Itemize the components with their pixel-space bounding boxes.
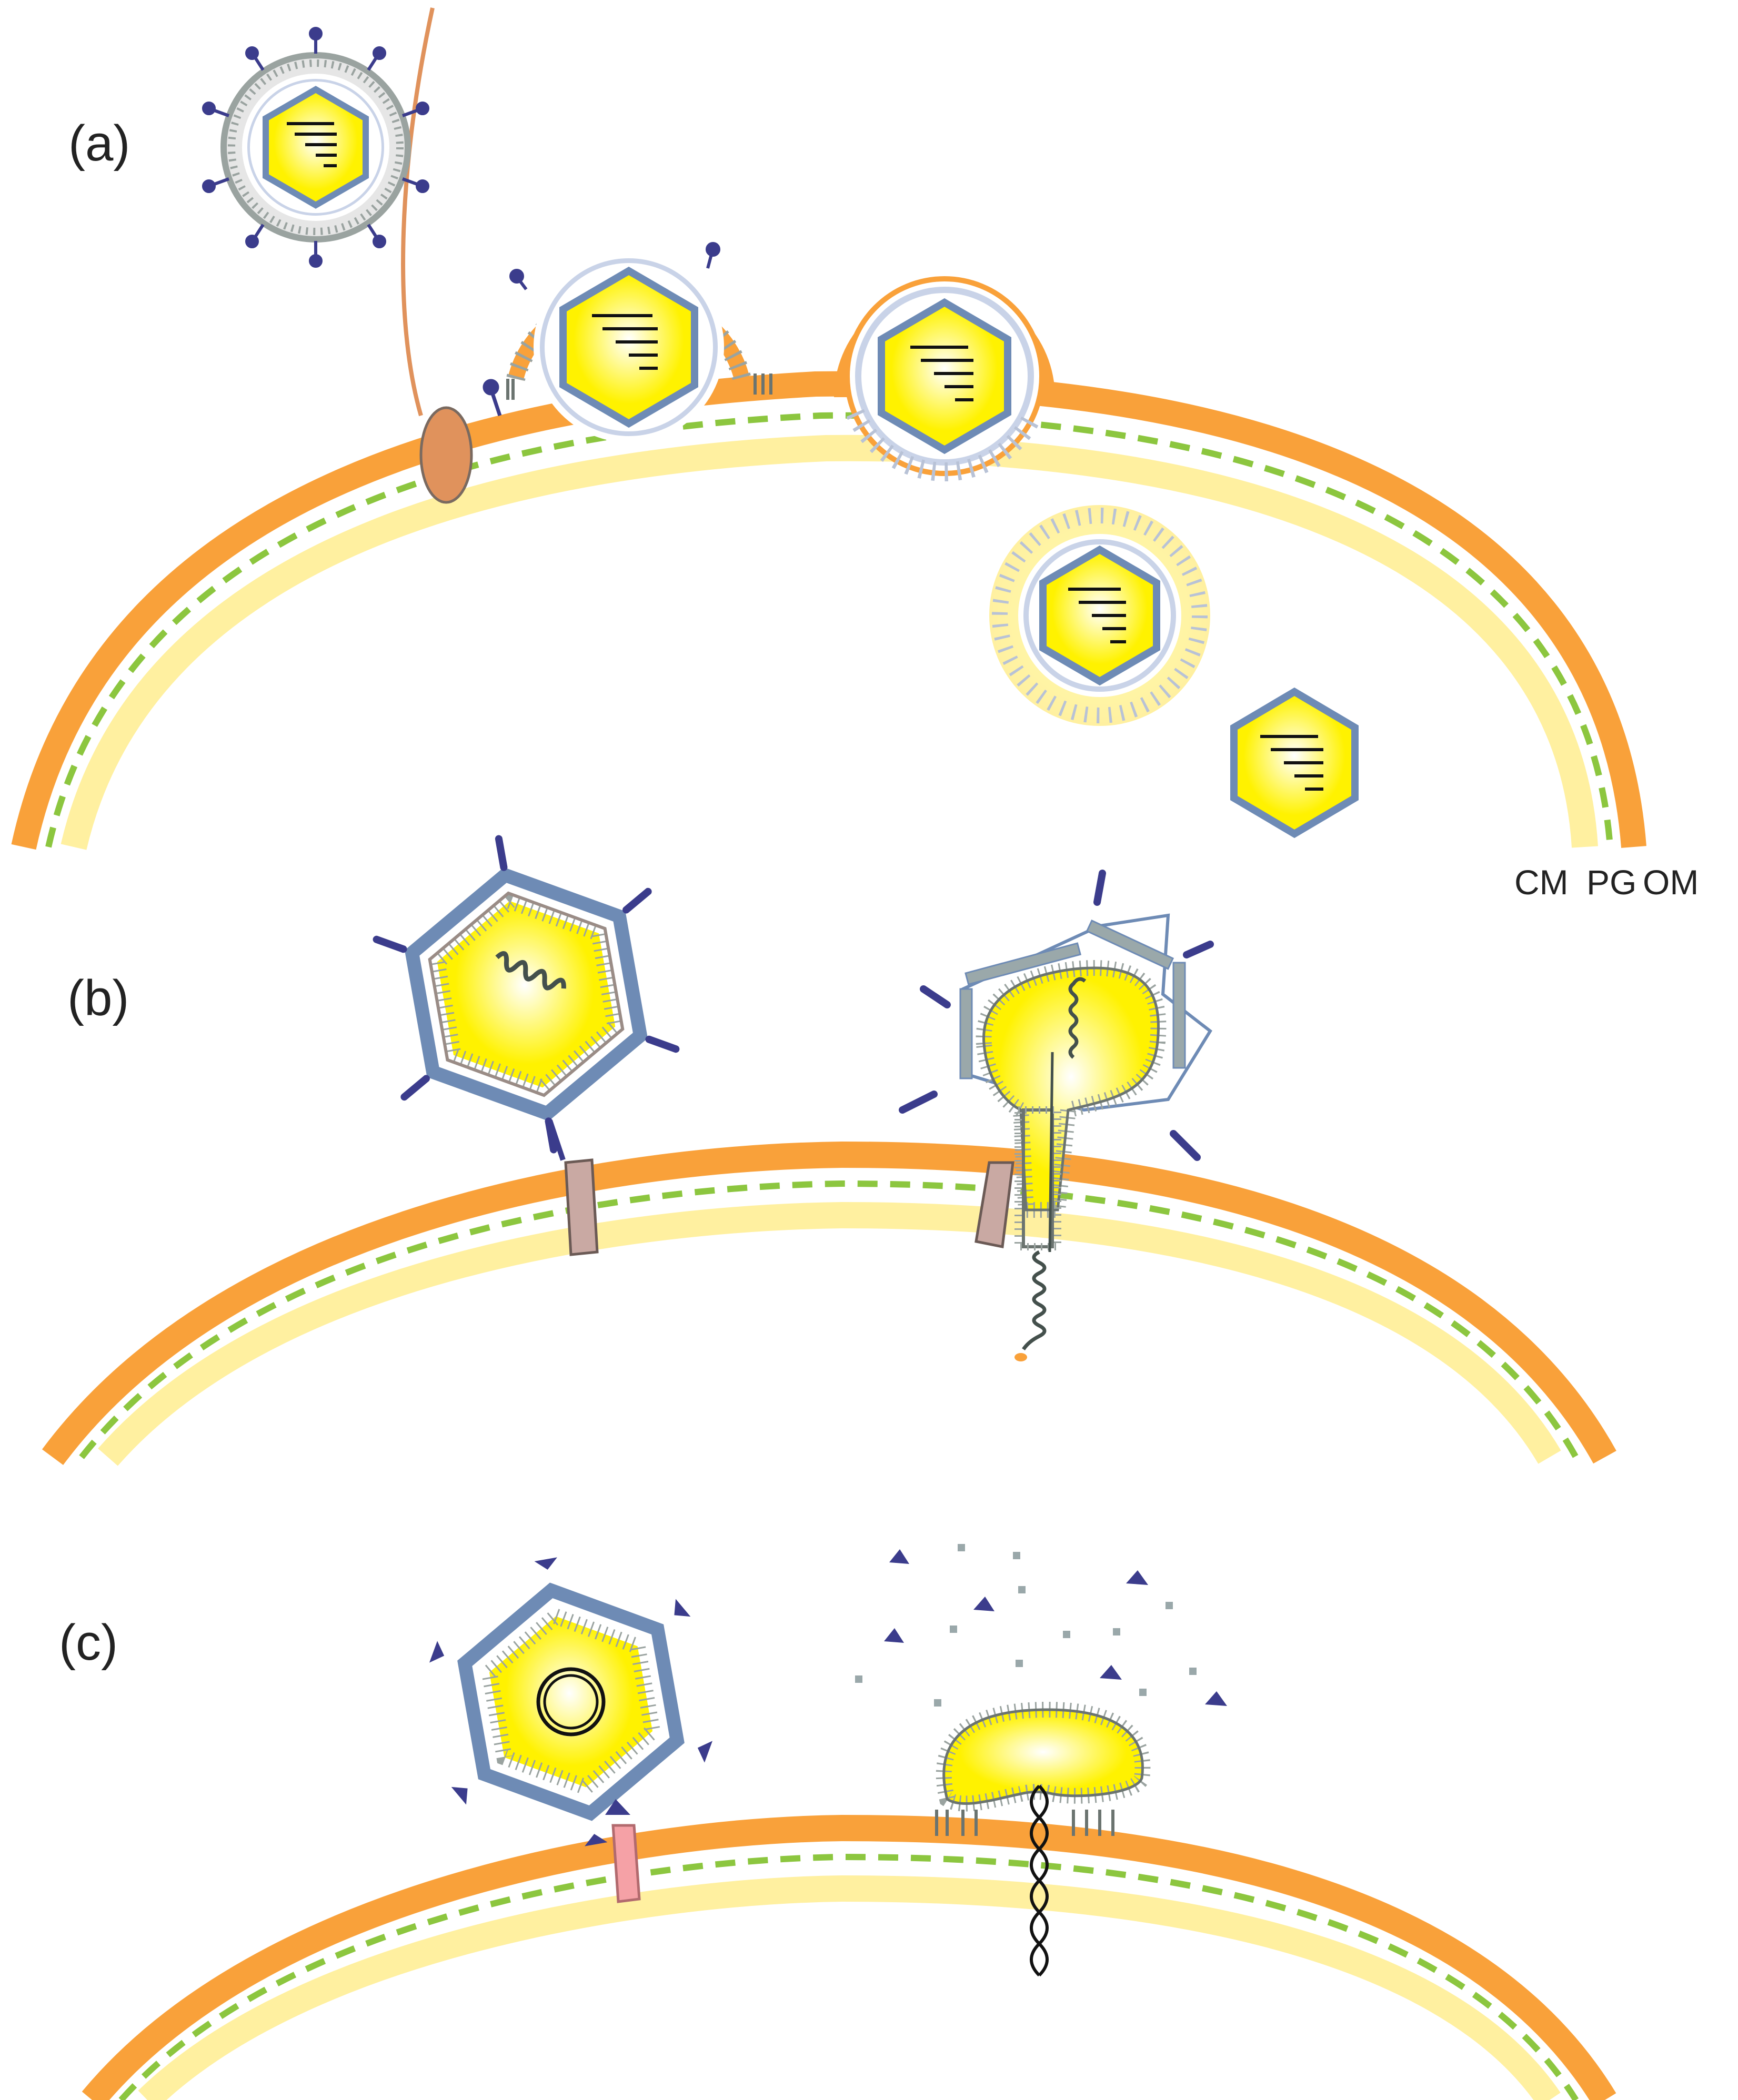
capsid-debris xyxy=(855,1544,1227,1707)
receptor-protein-b1 xyxy=(564,1158,599,1256)
spike-proteins xyxy=(202,27,429,268)
membrane-spike-protein xyxy=(483,379,502,417)
naked-capsid xyxy=(1230,687,1359,839)
membrane-vesicle-injecting xyxy=(936,1701,1151,1977)
flagellar-motor xyxy=(419,406,473,504)
cell-envelope-a xyxy=(11,371,1646,850)
receptor-protein-c1 xyxy=(611,1824,641,1903)
membrane-phage-circular-genome xyxy=(429,1557,713,1846)
receptor-protein-b2 xyxy=(975,1161,1014,1248)
injected-dna xyxy=(1030,1784,1049,1977)
layer-label-om: OM xyxy=(1643,863,1699,902)
cell-envelope-c xyxy=(82,1814,1616,2100)
membrane-phage-injecting xyxy=(899,870,1214,1361)
genome-lines xyxy=(287,122,337,167)
phage-in-membrane-bleb xyxy=(834,276,1055,481)
enveloped-phage-free xyxy=(202,27,429,268)
cell-envelope-b xyxy=(42,1141,1616,1466)
panel-label-b: (b) xyxy=(67,970,129,1026)
flagellum xyxy=(401,7,435,417)
panel-c: (c) xyxy=(59,1544,1616,2100)
receptor-binding-spike xyxy=(605,1799,630,1815)
phage-fusing-outer-membrane xyxy=(506,242,751,442)
membrane-phage-free xyxy=(373,835,680,1154)
panel-label-a: (a) xyxy=(68,115,130,171)
layer-label-pg: PG xyxy=(1586,863,1636,902)
panel-a: (a) xyxy=(11,7,1699,902)
panel-b: (b) xyxy=(42,835,1616,1466)
tail-fiber-attachment xyxy=(547,1119,566,1161)
layer-label-cm: CM xyxy=(1514,863,1569,902)
phage-with-inner-membrane xyxy=(989,505,1210,726)
om-lipid-stubs xyxy=(506,373,772,400)
panel-label-c: (c) xyxy=(59,1614,118,1671)
om-lipid-stubs-c xyxy=(935,1810,1114,1836)
